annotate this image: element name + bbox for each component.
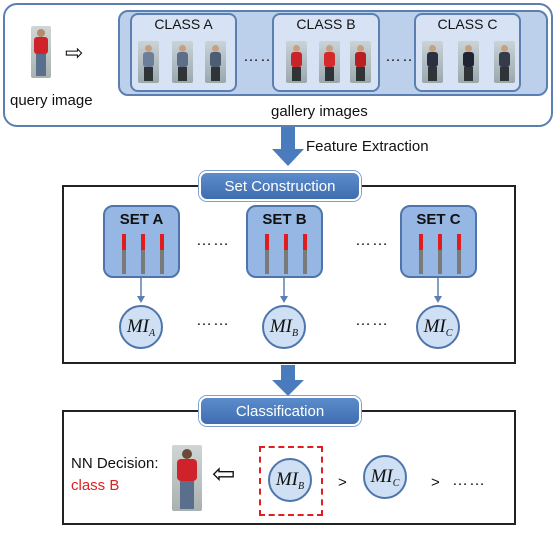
class-a-thumb [138, 41, 159, 83]
class-b-thumb [319, 41, 340, 83]
gallery-ellipsis: …… [385, 48, 419, 65]
connector-arrows [137, 278, 442, 303]
class-b-thumb [350, 41, 371, 83]
mi-c-base: MI [423, 316, 446, 337]
set-b-title: SET B [262, 211, 307, 228]
result-image [172, 445, 202, 511]
feature-bar [303, 234, 307, 274]
mi-c-result-sub: C [392, 477, 400, 489]
mi-b-base: MI [269, 316, 293, 337]
selected-highlight [259, 446, 323, 516]
greater-than-symbol: > [338, 474, 347, 491]
class-a-thumb [205, 41, 226, 83]
mi-b-result-sub: B [298, 480, 305, 492]
gallery-images-label: gallery images [271, 103, 368, 120]
class-a-title: CLASS A [154, 16, 213, 32]
set-a-title: SET A [119, 211, 164, 228]
feature-bar [160, 234, 164, 274]
set-construction-title: Set Construction [199, 171, 361, 201]
mi-c-result-base: MI [370, 466, 393, 487]
class-b-box: CLASS B [272, 13, 380, 92]
feature-bar [419, 234, 423, 274]
query-image-label: query image [10, 92, 93, 109]
feature-bar [265, 234, 269, 274]
class-c-box: CLASS C [414, 13, 521, 92]
arrow-right-icon: ⇨ [65, 40, 84, 65]
mi-ellipsis: …… [196, 312, 230, 329]
down-arrow-icon [272, 127, 304, 166]
class-b-thumb [286, 41, 307, 83]
mi-c-sub: C [445, 327, 453, 339]
class-a-thumb [172, 41, 193, 83]
mi-a-base: MI [126, 316, 150, 337]
feature-bar [457, 234, 461, 274]
feature-extraction-label: Feature Extraction [306, 138, 429, 155]
result-ellipsis: …… [452, 472, 486, 489]
nn-decision-value: class B [71, 477, 120, 494]
feature-bar [122, 234, 126, 274]
set-b-box: SET B [246, 205, 323, 278]
down-arrow-icon [272, 365, 304, 396]
class-c-thumb [422, 41, 443, 83]
mi-a-sub: A [149, 327, 156, 339]
mi-b-sub: B [292, 327, 299, 339]
greater-than-symbol: > [431, 474, 440, 491]
classification-title: Classification [199, 396, 361, 426]
nn-decision-label: NN Decision: [71, 455, 159, 472]
feature-bar [284, 234, 288, 274]
gallery-ellipsis: …… [243, 48, 277, 65]
class-b-title: CLASS B [296, 16, 356, 32]
set-ellipsis: …… [355, 232, 389, 249]
set-c-box: SET C [400, 205, 477, 278]
set-c-title: SET C [416, 211, 461, 228]
query-image [31, 26, 51, 78]
mi-ellipsis: …… [355, 312, 389, 329]
set-ellipsis: …… [196, 232, 230, 249]
mi-b-result-base: MI [275, 469, 299, 490]
class-c-thumb [494, 41, 515, 83]
class-a-box: CLASS A [130, 13, 237, 92]
feature-bar [438, 234, 442, 274]
class-c-thumb [458, 41, 479, 83]
arrow-left-icon: ⇦ [212, 458, 236, 489]
feature-bar [141, 234, 145, 274]
set-a-box: SET A [103, 205, 180, 278]
class-c-title: CLASS C [437, 16, 498, 32]
